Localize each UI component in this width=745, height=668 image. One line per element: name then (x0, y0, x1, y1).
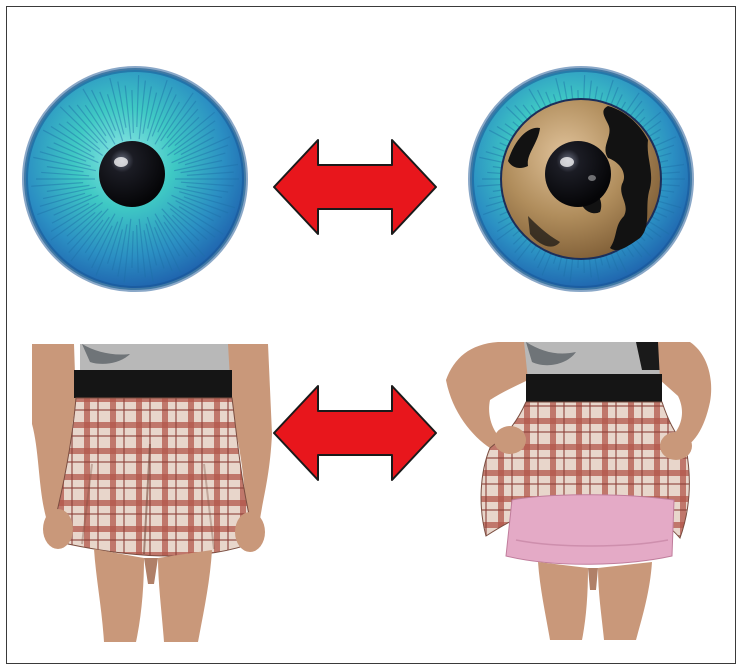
plaid-skirt-down-icon (32, 344, 272, 642)
brown-patched-iris-icon (468, 66, 694, 292)
left-skirt-photo (32, 344, 272, 642)
plaid-skirt-lifted-icon (446, 340, 714, 640)
right-iris-image (468, 66, 694, 292)
blue-iris-icon (22, 66, 248, 292)
double-headed-arrow-icon (272, 138, 438, 236)
bottom-double-arrow (272, 384, 438, 482)
double-headed-arrow-icon (272, 384, 438, 482)
right-skirt-photo (446, 340, 714, 640)
top-double-arrow (272, 138, 438, 236)
left-iris-image (22, 66, 248, 292)
